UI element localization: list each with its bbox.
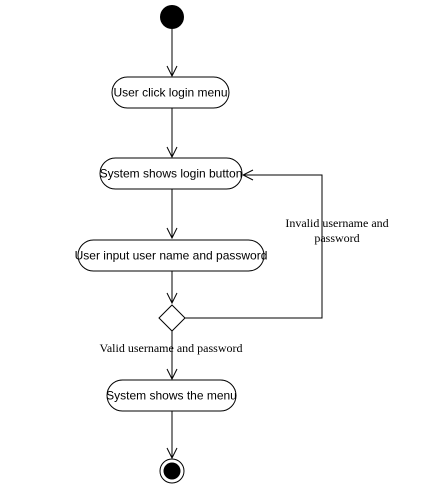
edge-invalid-loop bbox=[185, 175, 323, 319]
action-shows-menu: System shows the menu bbox=[106, 379, 237, 412]
edge-invalid-label-line1: Invalid username and bbox=[285, 216, 388, 230]
initial-node bbox=[160, 5, 184, 29]
final-node bbox=[159, 458, 185, 484]
action-shows-menu-label: System shows the menu bbox=[106, 389, 237, 403]
action-input-credentials: User input user name and password bbox=[75, 239, 268, 272]
edge-invalid-label-line2: password bbox=[314, 231, 359, 245]
action-click-login-menu: User click login menu bbox=[111, 76, 230, 109]
action-click-login-menu-label: User click login menu bbox=[113, 86, 227, 100]
action-input-credentials-label: User input user name and password bbox=[75, 249, 268, 263]
action-shows-login-button: System shows login button bbox=[99, 157, 243, 190]
action-shows-login-button-label: System shows login button bbox=[100, 167, 243, 181]
decision-node bbox=[158, 304, 186, 332]
edge-valid-label: Valid username and password bbox=[100, 341, 243, 355]
